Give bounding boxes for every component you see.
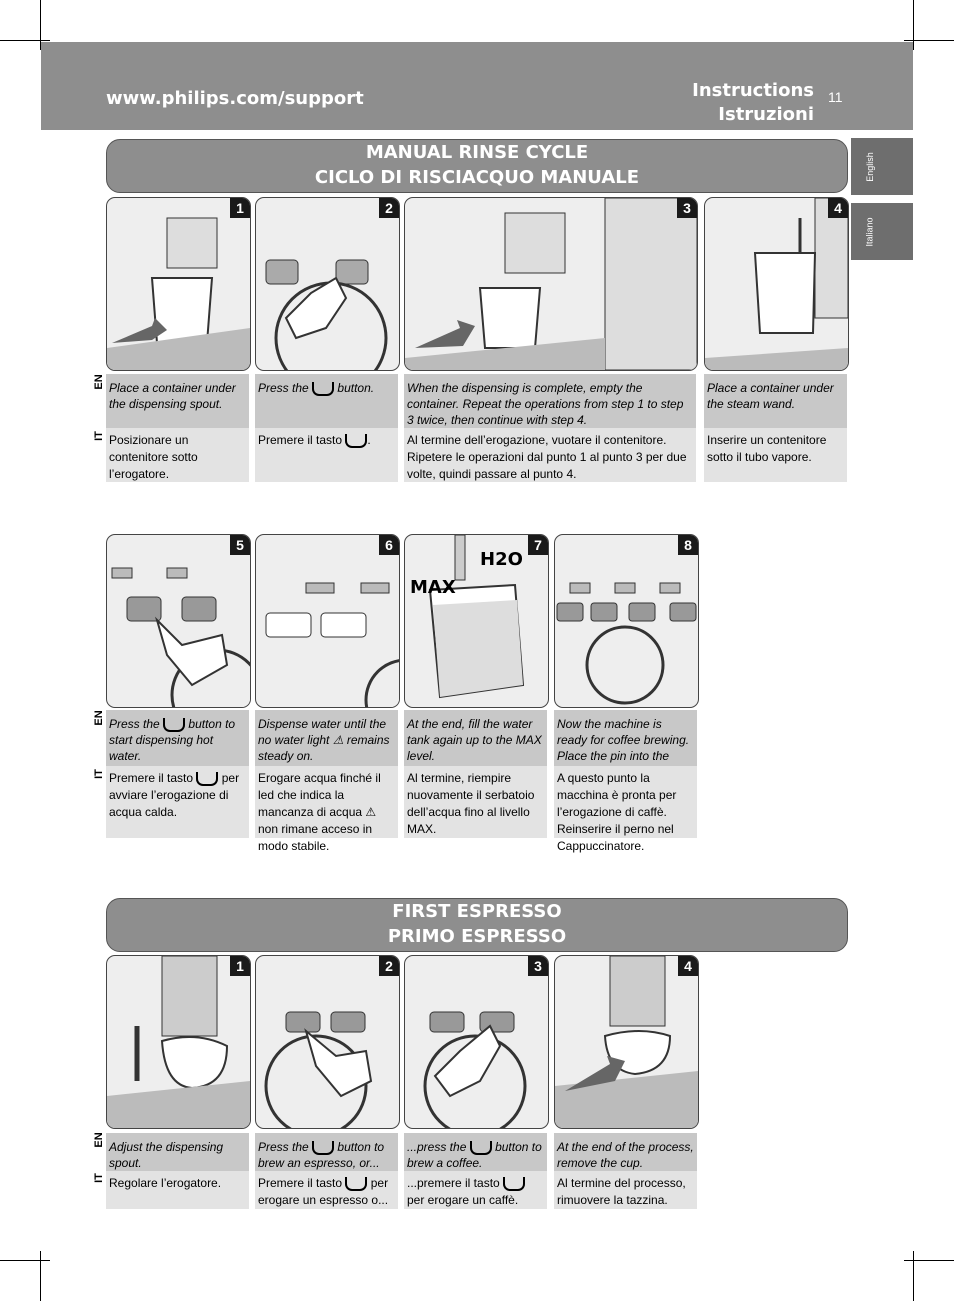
step-1-en: Place a container under the dispensing s… xyxy=(106,374,249,428)
crop-mark xyxy=(904,40,954,41)
crop-mark xyxy=(913,0,914,50)
step-7-en: At the end, fill the water tank again up… xyxy=(404,710,547,766)
step-number: 2 xyxy=(379,198,399,218)
illustration-espresso-step-2: 2 xyxy=(255,955,400,1129)
step-number: 3 xyxy=(528,956,548,976)
step-8-it: A questo punto la macchina è pronta per … xyxy=(554,766,697,853)
illustration-espresso-step-1: 1 xyxy=(106,955,251,1129)
crop-mark xyxy=(904,1260,954,1261)
hot-water-icon xyxy=(163,717,186,732)
no-water-icon: ⚠ xyxy=(365,805,377,819)
espresso-step-2-en: Press the button to brew an espresso, or… xyxy=(255,1133,398,1171)
step-3-en: When the dispensing is complete, empty t… xyxy=(404,374,696,428)
illustration-espresso-step-4: 4 xyxy=(554,955,699,1129)
step-number: 4 xyxy=(678,956,698,976)
adjust-spout-illustration xyxy=(107,956,250,1128)
page-title: Instructions Istruzioni xyxy=(692,79,814,127)
step-4-en: Place a container under the steam wand. xyxy=(704,374,847,428)
support-url[interactable]: www.philips.com/support xyxy=(106,88,364,109)
control-panel-ready-illustration xyxy=(556,582,697,705)
machine-spout-illustration xyxy=(107,217,250,370)
step-number: 8 xyxy=(678,535,698,555)
lang-tab-italiano[interactable]: Italiano xyxy=(851,203,913,260)
step-number: 2 xyxy=(379,956,399,976)
coffee-cup-icon xyxy=(312,381,335,396)
crop-mark xyxy=(40,1251,41,1301)
step-1-it: Posizionare un contenitore sotto l’eroga… xyxy=(106,428,249,482)
step-6-it: Erogare acqua finché il led che indica l… xyxy=(255,766,398,853)
coffee-cup-icon xyxy=(345,433,368,448)
hot-water-icon xyxy=(196,771,219,786)
illustration-rinse-step-4: 4 xyxy=(704,197,849,371)
illustration-rinse-step-2: 2 xyxy=(255,197,400,371)
title-en: Instructions xyxy=(692,80,814,101)
section-heading-espresso: FIRST ESPRESSO PRIMO ESPRESSO xyxy=(106,898,848,952)
espresso-step-1-it: Regolare l’erogatore. xyxy=(106,1171,249,1209)
lang-label-en: EN xyxy=(93,374,105,390)
illustration-rinse-step-5: 5 xyxy=(106,534,251,708)
machine-container-illustration xyxy=(405,198,697,370)
step-number: 3 xyxy=(677,198,697,218)
espresso-step-4-it: Al termine del processo, rimuovere la ta… xyxy=(554,1171,697,1209)
espresso-step-3-en: ...press the button to brew a coffee. xyxy=(404,1133,547,1171)
hot-water-button-illustration xyxy=(111,567,250,707)
illustration-rinse-step-6: 6 xyxy=(255,534,400,708)
page-header xyxy=(41,42,913,130)
step-5-en: Press the button to start dispensing hot… xyxy=(106,710,249,766)
step-6-en: Dispense water until the no water light … xyxy=(255,710,398,766)
espresso-button-illustration xyxy=(264,1011,373,1128)
espresso-step-4-en: At the end of the process, remove the cu… xyxy=(554,1133,697,1171)
step-number: 5 xyxy=(230,535,250,555)
water-tank-illustration xyxy=(428,535,525,699)
step-4-it: Inserire un contenitore sotto il tubo va… xyxy=(704,428,847,482)
illustration-rinse-step-1: 1 xyxy=(106,197,251,371)
illustration-rinse-step-8: 8 xyxy=(554,534,699,708)
lang-label-it: IT xyxy=(93,769,105,779)
espresso-cup-icon xyxy=(312,1140,335,1155)
step-5-it: Premere il tasto per avviare l’erogazion… xyxy=(106,766,249,838)
espresso-step-2-it: Premere il tasto per erogare un espresso… xyxy=(255,1171,398,1209)
step-2-it: Premere il tasto . xyxy=(255,428,398,482)
crop-mark xyxy=(0,1260,50,1261)
title-it: Istruzioni xyxy=(718,104,814,125)
section-heading-rinse: MANUAL RINSE CYCLE CICLO DI RISCIACQUO M… xyxy=(106,139,848,193)
lang-label-en: EN xyxy=(93,710,105,726)
coffee-button-illustration xyxy=(423,1011,527,1128)
step-2-en: Press the button. xyxy=(255,374,398,428)
step-number: 1 xyxy=(230,956,250,976)
coffee-cup-icon xyxy=(503,1176,526,1191)
lang-label-it: IT xyxy=(93,431,105,441)
step-number: 1 xyxy=(230,198,250,218)
illustration-espresso-step-3: 3 xyxy=(404,955,549,1129)
step-number: 6 xyxy=(379,535,399,555)
water-light-illustration xyxy=(265,582,399,707)
control-panel-illustration xyxy=(265,259,388,370)
steam-wand-illustration xyxy=(705,198,848,370)
coffee-cup-icon xyxy=(469,1140,492,1155)
step-7-it: Al termine, riempire nuovamente il serba… xyxy=(404,766,547,838)
espresso-step-3-it: ...premere il tasto per erogare un caffè… xyxy=(404,1171,547,1209)
remove-cup-illustration xyxy=(555,956,698,1128)
illustration-rinse-step-7: H2O MAX 7 xyxy=(404,534,549,708)
crop-mark xyxy=(0,40,50,41)
crop-mark xyxy=(913,1251,914,1301)
step-8-en: Now the machine is ready for coffee brew… xyxy=(554,710,697,779)
espresso-step-1-en: Adjust the dispensing spout. xyxy=(106,1133,249,1171)
crop-mark xyxy=(40,0,41,50)
lang-label-it: IT xyxy=(93,1173,105,1183)
step-3-it: Al termine dell’erogazione, vuotare il c… xyxy=(404,428,696,482)
page-number: 11 xyxy=(828,89,843,105)
step-number: 4 xyxy=(828,198,848,218)
lang-label-en: EN xyxy=(93,1132,105,1148)
lang-tab-english[interactable]: English xyxy=(851,138,913,195)
espresso-cup-icon xyxy=(345,1176,368,1191)
no-water-icon: ⚠ xyxy=(332,733,344,747)
step-number: 7 xyxy=(528,535,548,555)
max-label: MAX xyxy=(410,577,456,598)
h2o-label: H2O xyxy=(480,549,523,570)
illustration-rinse-step-3: 3 xyxy=(404,197,698,371)
